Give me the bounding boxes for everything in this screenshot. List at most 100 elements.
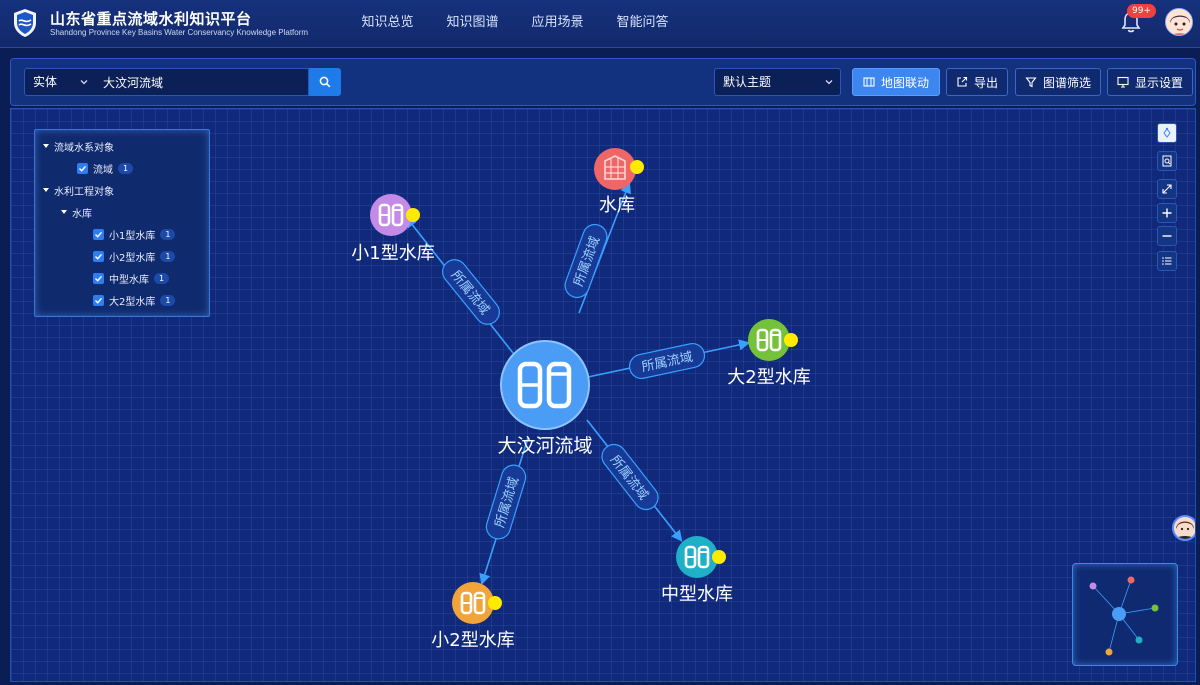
app-subtitle: Shandong Province Key Basins Water Conse… <box>50 28 309 37</box>
reservoir-building-icon <box>517 361 572 409</box>
graph-thumbnail-icon <box>1163 127 1171 138</box>
tree-item-label: 小2型水库 <box>109 252 156 264</box>
export-button[interactable]: 导出 <box>946 68 1008 96</box>
list-icon <box>1162 257 1172 265</box>
status-dot <box>406 208 420 222</box>
reservoir-building-icon <box>460 591 486 615</box>
count-badge: 1 <box>160 294 176 306</box>
node-label-small2: 小2型水库 <box>431 630 514 651</box>
checkbox-checked-icon[interactable] <box>93 272 104 284</box>
entity-type-select[interactable]: 实体 <box>24 68 96 96</box>
graph-canvas[interactable]: 流域水系对象 流域 1 水利工程对象 水库 小1型水库 1 <box>10 108 1196 682</box>
caret-down-icon <box>43 144 49 148</box>
node-label-medium: 中型水库 <box>661 584 733 605</box>
tree-group-basin[interactable]: 流域水系对象 <box>43 138 114 154</box>
document-search-icon <box>1162 155 1172 167</box>
tree-subgroup-reservoir[interactable]: 水库 <box>61 204 92 220</box>
search-button[interactable] <box>309 68 341 96</box>
theme-value: 默认主题 <box>723 75 772 89</box>
graph-minimap[interactable] <box>1072 563 1178 666</box>
assistant-face-icon <box>1174 517 1195 539</box>
status-dot <box>712 550 726 564</box>
status-dot <box>784 333 798 347</box>
map-link-button[interactable]: 地图联动 <box>852 68 940 96</box>
tree-group-label: 水库 <box>72 208 92 220</box>
edge-label-mid[interactable]: 所属流域 <box>597 440 663 515</box>
count-badge: 1 <box>160 228 176 240</box>
theme-select[interactable]: 默认主题 <box>714 68 841 96</box>
graph-node-big2[interactable]: 大2型水库 <box>727 319 811 388</box>
tree-item-label: 大2型水库 <box>109 296 156 308</box>
tree-group-label: 流域水系对象 <box>54 142 114 154</box>
tree-item-small2[interactable]: 小2型水库 1 <box>93 248 176 264</box>
minus-icon <box>1162 235 1172 237</box>
legend-tree: 流域水系对象 流域 1 水利工程对象 水库 小1型水库 1 <box>34 129 210 317</box>
avatar-face-icon <box>1166 9 1192 35</box>
graph-node-small1[interactable]: 小1型水库 <box>351 194 435 264</box>
zoom-out-button[interactable] <box>1157 226 1177 246</box>
map-icon <box>863 77 875 87</box>
tree-item-basin[interactable]: 流域 1 <box>77 160 134 176</box>
graph-filter-label: 图谱筛选 <box>1042 75 1091 90</box>
assistant-avatar[interactable] <box>1172 515 1195 541</box>
node-label-center: 大汶河流域 <box>497 435 592 457</box>
graph-node-medium[interactable]: 中型水库 <box>661 536 733 605</box>
nav-application-scenarios[interactable]: 应用场景 <box>531 15 584 30</box>
plus-icon <box>1162 208 1172 218</box>
list-view-button[interactable] <box>1157 251 1177 271</box>
node-label-small1: 小1型水库 <box>351 243 434 264</box>
checkbox-checked-icon[interactable] <box>93 294 104 306</box>
node-label-big2: 大2型水库 <box>727 367 810 388</box>
status-dot <box>630 160 644 174</box>
caret-down-icon <box>43 188 49 192</box>
node-label-reservoir: 水库 <box>599 195 635 216</box>
search-input[interactable] <box>95 68 309 96</box>
minimap-preview <box>1089 576 1159 656</box>
display-settings-label: 显示设置 <box>1134 75 1183 90</box>
tree-item-label: 中型水库 <box>109 274 149 286</box>
tree-item-large2[interactable]: 大2型水库 1 <box>93 292 176 308</box>
entity-type-value: 实体 <box>33 75 58 89</box>
graph-filter-button[interactable]: 图谱筛选 <box>1015 68 1101 96</box>
filter-icon <box>1025 77 1037 88</box>
knowledge-graph[interactable]: 所属流域 所属流域 所属流域 所属流域 所属流域 大汶河流 <box>11 109 1196 682</box>
checkbox-checked-icon[interactable] <box>93 228 104 240</box>
zoom-in-button[interactable] <box>1157 203 1177 223</box>
shield-logo-icon <box>14 9 36 37</box>
dam-grid-icon <box>604 155 626 180</box>
count-badge: 1 <box>160 250 176 262</box>
map-link-label: 地图联动 <box>880 75 929 90</box>
user-avatar[interactable] <box>1165 8 1193 36</box>
export-icon <box>957 76 968 87</box>
count-badge: 1 <box>154 272 170 284</box>
checkbox-checked-icon[interactable] <box>77 162 88 174</box>
nav-knowledge-overview[interactable]: 知识总览 <box>361 15 414 30</box>
tree-item-small1[interactable]: 小1型水库 1 <box>93 226 176 242</box>
search-doc-tool-button[interactable] <box>1157 151 1177 171</box>
reservoir-building-icon <box>378 203 404 227</box>
tree-item-medium[interactable]: 中型水库 1 <box>93 270 170 286</box>
thumbnail-tool-button[interactable] <box>1157 123 1177 143</box>
expand-arrows-icon <box>1162 184 1172 194</box>
search-icon <box>319 76 331 88</box>
count-badge: 1 <box>118 162 134 174</box>
nav-knowledge-graph[interactable]: 知识图谱 <box>446 15 499 30</box>
app-header: 山东省重点流域水利知识平台 Shandong Province Key Basi… <box>0 0 1200 48</box>
status-dot <box>488 596 502 610</box>
fit-view-button[interactable] <box>1157 179 1177 199</box>
edge-label-small1[interactable]: 所属流域 <box>438 255 504 329</box>
checkbox-checked-icon[interactable] <box>93 250 104 262</box>
edge-label-res[interactable]: 所属流域 <box>562 221 611 301</box>
app-title: 山东省重点流域水利知识平台 <box>50 10 252 28</box>
graph-node-reservoir[interactable]: 水库 <box>594 148 644 216</box>
graph-node-center[interactable]: 大汶河流域 <box>497 340 593 457</box>
reservoir-building-icon <box>756 328 782 352</box>
tree-group-project[interactable]: 水利工程对象 <box>43 182 114 198</box>
edge-label-big2[interactable]: 所属流域 <box>627 341 706 380</box>
monitor-settings-icon <box>1117 76 1129 88</box>
edge-label-small2[interactable]: 所属流域 <box>483 462 528 542</box>
tree-item-label: 流域 <box>93 164 113 176</box>
display-settings-button[interactable]: 显示设置 <box>1107 68 1193 96</box>
nav-smart-qa[interactable]: 智能问答 <box>616 15 669 30</box>
graph-node-small2[interactable]: 小2型水库 <box>431 582 515 651</box>
